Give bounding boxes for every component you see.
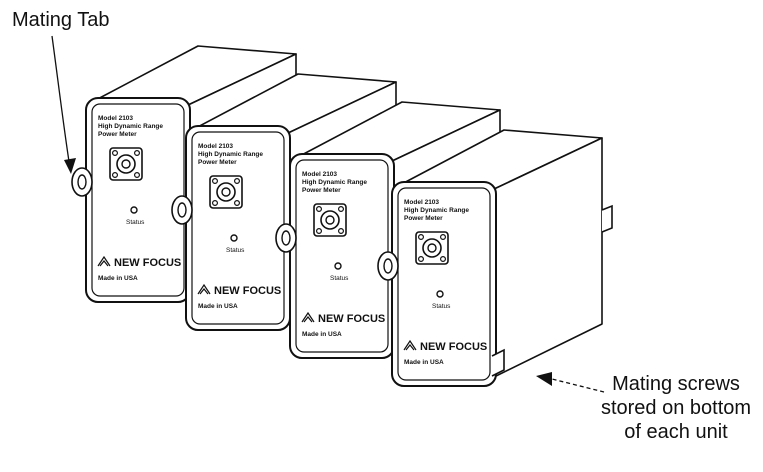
status-led: [334, 262, 342, 270]
connector-screw: [338, 206, 345, 213]
connector-screw: [212, 178, 219, 185]
unit-name-label-2: Power Meter: [302, 187, 341, 194]
status-label: Status: [330, 275, 349, 282]
status-led: [130, 206, 138, 214]
made-in-label: Made in USA: [302, 331, 342, 338]
mating-tab-hole: [383, 258, 393, 274]
connector-screw: [418, 234, 425, 241]
unit-model-label: Model 2103: [302, 171, 337, 178]
rear-mating-tab: [601, 204, 613, 233]
connector-screw: [418, 256, 425, 263]
connector-screw: [134, 172, 141, 179]
mating-tab-callout: Mating Tab: [12, 9, 110, 31]
mating-screws-callout: Mating screws stored on bottom of each u…: [592, 372, 760, 444]
fiber-connector: [422, 238, 442, 258]
made-in-label: Made in USA: [98, 275, 138, 282]
fiber-connector-core: [121, 159, 131, 169]
new-focus-logo: [301, 311, 315, 323]
status-label: Status: [126, 219, 145, 226]
unit-front-bezel: [397, 187, 491, 381]
mating-tab-hole: [281, 230, 291, 246]
status-led: [230, 234, 238, 242]
unit-name-label: High Dynamic Range: [198, 151, 263, 158]
mating-tab-hole: [177, 202, 187, 218]
connector-screw: [212, 200, 219, 207]
connector-screw: [316, 228, 323, 235]
unit-model-label: Model 2103: [98, 115, 133, 122]
fiber-connector-core: [427, 243, 437, 253]
callout-leaders: [51, 35, 605, 393]
status-label: Status: [432, 303, 451, 310]
made-in-label: Made in USA: [198, 303, 238, 310]
unit-name-label-2: Power Meter: [98, 131, 137, 138]
status-led: [436, 290, 444, 298]
connector-screw: [111, 172, 118, 179]
connector-screw: [440, 234, 447, 241]
connector-screw: [316, 206, 323, 213]
mating-screws-line-3: of each unit: [624, 421, 728, 443]
unit-name-label: High Dynamic Range: [302, 179, 367, 186]
mating-tab-leader: [51, 35, 71, 169]
connector-screw: [338, 228, 345, 235]
mating-screws-arrowhead: [536, 372, 552, 386]
unit-name-label-2: Power Meter: [404, 215, 443, 222]
connector-screw: [234, 200, 241, 207]
new-focus-logo: [97, 255, 111, 267]
front-mating-tab: [491, 348, 505, 377]
unit-model-label: Model 2103: [198, 143, 233, 150]
connector-screw: [234, 178, 241, 185]
connector-screw: [111, 150, 118, 157]
mating-screws-line-2: stored on bottom: [600, 397, 752, 419]
mating-screws-line-1: Mating screws: [612, 373, 740, 395]
mating-tab-hole: [77, 174, 87, 190]
unit-name-label: High Dynamic Range: [404, 207, 469, 214]
new-focus-logo: [403, 339, 417, 351]
mating-tab-arrowhead: [64, 158, 76, 174]
connector-screw: [440, 256, 447, 263]
mating-screws-leader: [547, 377, 605, 393]
connector-screw: [134, 150, 141, 157]
brand-label: NEW FOCUS: [420, 341, 487, 353]
new-focus-logo: [197, 283, 211, 295]
brand-label: NEW FOCUS: [318, 313, 385, 325]
fiber-connector: [216, 182, 236, 202]
brand-label: NEW FOCUS: [214, 285, 281, 297]
unit-name-label-2: Power Meter: [198, 159, 237, 166]
status-label: Status: [226, 247, 245, 254]
fiber-connector: [116, 154, 136, 174]
brand-label: NEW FOCUS: [114, 257, 181, 269]
fiber-connector: [320, 210, 340, 230]
unit-model-label: Model 2103: [404, 199, 439, 206]
fiber-connector-core: [325, 215, 335, 225]
unit-name-label: High Dynamic Range: [98, 123, 163, 130]
fiber-connector-core: [221, 187, 231, 197]
made-in-label: Made in USA: [404, 359, 444, 366]
